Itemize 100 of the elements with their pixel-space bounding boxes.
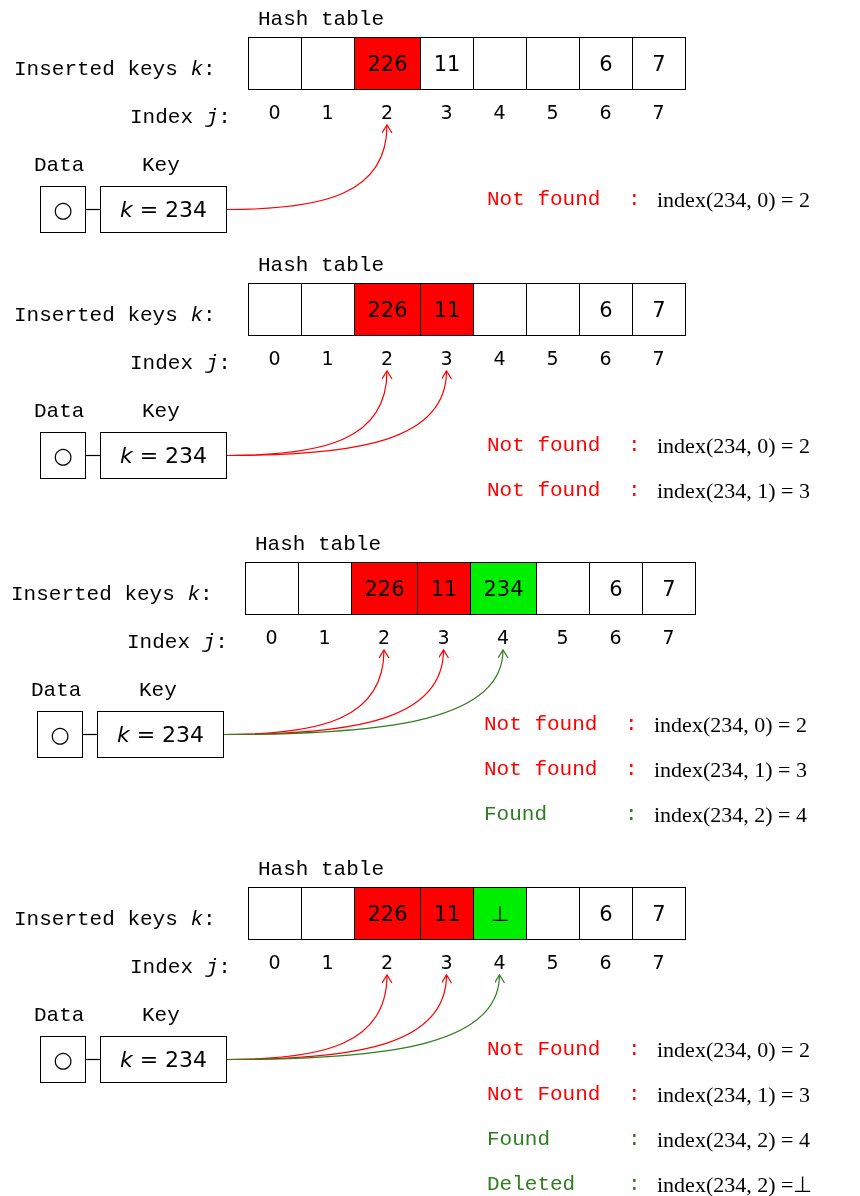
- status-text: Not found: [484, 713, 598, 737]
- index-number: 3: [437, 626, 450, 648]
- index-number: 1: [321, 101, 334, 123]
- index-number: 4: [493, 101, 506, 123]
- hash-cell: 11: [420, 283, 474, 336]
- arrow: [226, 974, 504, 1061]
- formula: index(234, 2) =⊥: [657, 1173, 813, 1196]
- status-text: Not Found: [487, 1038, 601, 1062]
- index-number: 1: [321, 951, 334, 973]
- separator: :: [628, 479, 641, 503]
- index-number: 2: [380, 951, 394, 973]
- data-heading: Data: [34, 400, 85, 424]
- index-number: 7: [652, 951, 665, 973]
- separator: :: [625, 713, 638, 737]
- index-number: 0: [268, 951, 281, 973]
- index-number: 0: [268, 347, 281, 369]
- formula: index(234, 1) = 3: [657, 479, 810, 503]
- index-number: 5: [546, 951, 559, 973]
- index-number: 5: [546, 101, 559, 123]
- status-text: Not found: [487, 434, 601, 458]
- index-number: 7: [662, 626, 675, 648]
- hash-cell: 7: [632, 283, 686, 336]
- index-number: 4: [493, 951, 506, 973]
- status-text: Found: [484, 803, 547, 827]
- formula: index(234, 2) = 4: [657, 1128, 810, 1152]
- hash-cell: 11: [420, 887, 474, 940]
- row-label: Inserted keys k:: [14, 58, 216, 82]
- table-title: Hash table: [258, 858, 385, 882]
- separator: :: [625, 758, 638, 782]
- formula: index(234, 0) = 2: [657, 1038, 810, 1062]
- hash-cell: ⊥: [473, 887, 527, 940]
- table-title: Hash table: [258, 8, 385, 32]
- row-label: Index j:: [130, 106, 231, 130]
- status-text: Found: [487, 1128, 550, 1152]
- status-text: Not found: [484, 758, 598, 782]
- key-box: k = 234: [100, 186, 227, 233]
- row-label: Inserted keys k:: [11, 583, 213, 607]
- data-box: ○: [37, 711, 83, 758]
- hash-cell: 226: [354, 283, 421, 336]
- hash-cell: 6: [589, 562, 643, 615]
- key-heading: Key: [142, 154, 180, 178]
- key-heading: Key: [139, 679, 177, 703]
- hash-cell: 226: [354, 887, 421, 940]
- status-text: Not Found: [487, 1083, 601, 1107]
- formula: index(234, 0) = 2: [657, 434, 810, 458]
- data-heading: Data: [34, 154, 85, 178]
- key-heading: Key: [142, 400, 180, 424]
- key-box: k = 234: [100, 1036, 227, 1083]
- hash-cell: 226: [354, 37, 421, 90]
- index-number: 7: [652, 101, 665, 123]
- arrow: [226, 370, 452, 457]
- index-number: 5: [556, 626, 569, 648]
- data-box: ○: [40, 1036, 86, 1083]
- data-heading: Data: [31, 679, 82, 703]
- index-number: 2: [377, 626, 391, 648]
- formula: index(234, 1) = 3: [657, 1083, 810, 1107]
- table-title: Hash table: [258, 254, 385, 278]
- hash-cell: 6: [579, 37, 633, 90]
- index-number: 6: [599, 951, 612, 973]
- key-box: k = 234: [100, 432, 227, 479]
- row-label: Inserted keys k:: [14, 304, 216, 328]
- table-title: Hash table: [255, 533, 382, 557]
- row-label: Index j:: [130, 352, 231, 376]
- separator: :: [628, 1038, 641, 1062]
- hash-cell: 7: [642, 562, 696, 615]
- hash-cell: 6: [579, 283, 633, 336]
- data-box: ○: [40, 432, 86, 479]
- arrow: [226, 124, 392, 211]
- key-heading: Key: [142, 1004, 180, 1028]
- row-label: Index j:: [127, 631, 228, 655]
- separator: :: [628, 1128, 641, 1152]
- index-number: 5: [546, 347, 559, 369]
- index-number: 4: [493, 347, 506, 369]
- hash-cell: 234: [470, 562, 537, 615]
- status-text: Deleted: [487, 1173, 576, 1196]
- data-heading: Data: [34, 1004, 85, 1028]
- status-text: Not found: [487, 479, 601, 503]
- hash-cell: 6: [579, 887, 633, 940]
- row-label: Inserted keys k:: [14, 908, 216, 932]
- status-text: Not found: [487, 188, 601, 212]
- index-number: 2: [380, 347, 394, 369]
- index-number: 6: [599, 347, 612, 369]
- arrow: [223, 649, 508, 736]
- formula: index(234, 0) = 2: [654, 713, 807, 737]
- key-box: k = 234: [97, 711, 224, 758]
- hash-cell: 7: [632, 37, 686, 90]
- index-number: 6: [609, 626, 622, 648]
- formula: index(234, 2) = 4: [654, 803, 807, 827]
- index-number: 6: [599, 101, 612, 123]
- index-number: 1: [321, 347, 334, 369]
- index-number: 3: [440, 347, 453, 369]
- formula: index(234, 0) = 2: [657, 188, 810, 212]
- hash-cell: 11: [417, 562, 471, 615]
- formula: index(234, 1) = 3: [654, 758, 807, 782]
- separator: :: [628, 188, 641, 212]
- row-label: Index j:: [130, 956, 231, 980]
- index-number: 7: [652, 347, 665, 369]
- index-number: 2: [380, 101, 394, 123]
- hash-cell: 226: [351, 562, 418, 615]
- separator: :: [628, 1173, 641, 1196]
